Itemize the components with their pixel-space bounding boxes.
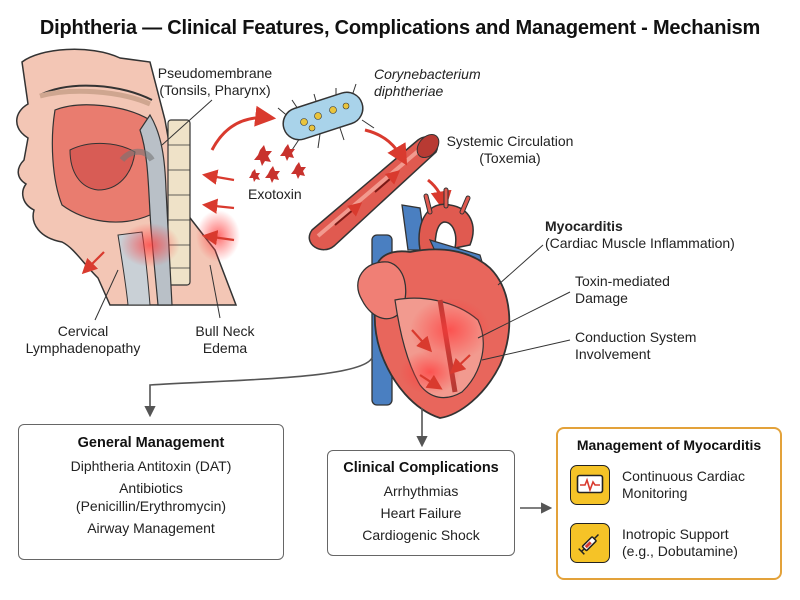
exotoxin-label: Exotoxin xyxy=(248,186,302,202)
leader-lines-heart xyxy=(477,244,571,361)
exotoxin-particles xyxy=(249,144,306,183)
bull-neck-edema-label: Bull Neck Edema xyxy=(195,323,255,356)
list-item: Heart Failure xyxy=(380,505,462,521)
cervical-lymphadenopathy-label: Cervical Lymphadenopathy xyxy=(25,323,141,356)
list-item-label: Inotropic Support (e.g., Dobutamine) xyxy=(622,526,738,559)
list-item: Airway Management xyxy=(87,520,215,536)
list-item: (Penicillin/Erythromycin) xyxy=(75,498,227,514)
list-item: Inotropic Support (e.g., Dobutamine) xyxy=(570,523,738,563)
list-item: Continuous Cardiac Monitoring xyxy=(570,465,745,505)
list-item: Diphtheria Antitoxin (DAT) xyxy=(70,458,232,474)
page-title: Diphtheria — Clinical Features, Complica… xyxy=(39,17,761,39)
throat-cross-section xyxy=(16,48,240,306)
list-item-label: Continuous Cardiac Monitoring xyxy=(622,468,745,501)
systemic-circulation-label: Systemic Circulation (Toxemia) xyxy=(446,133,574,166)
heart-illustration xyxy=(357,187,511,419)
syringe-icon xyxy=(570,523,610,563)
cardiac-monitor-icon xyxy=(570,465,610,505)
management-arrows xyxy=(144,357,553,514)
clinical-complications-heading: Clinical Complications xyxy=(343,460,499,476)
myocarditis-management-box: Management of Myocarditis Continuous Car… xyxy=(556,427,782,580)
general-management-box: General Management Diphtheria Antitoxin … xyxy=(18,424,284,560)
bacterium-illustration xyxy=(277,83,375,151)
conduction-system-label: Conduction System Involvement xyxy=(575,329,697,362)
general-management-heading: General Management xyxy=(77,435,225,451)
pseudomembrane-label: Pseudomembrane (Tonsils, Pharynx) xyxy=(157,65,273,98)
bacterium-label: Corynebacterium diphtheriae xyxy=(374,66,481,99)
list-item: Arrhythmias xyxy=(383,483,459,499)
leader-lines-head xyxy=(94,99,221,321)
myocarditis-label: Myocarditis (Cardiac Muscle Inflammation… xyxy=(545,218,735,251)
list-item: Antibiotics xyxy=(119,480,183,496)
edema-arrows xyxy=(81,169,235,275)
list-item: Cardiogenic Shock xyxy=(362,527,480,543)
clinical-complications-box: Clinical Complications Arrhythmias Heart… xyxy=(327,450,515,556)
toxin-damage-label: Toxin-mediated Damage xyxy=(575,273,670,306)
myocarditis-management-heading: Management of Myocarditis xyxy=(576,437,762,453)
